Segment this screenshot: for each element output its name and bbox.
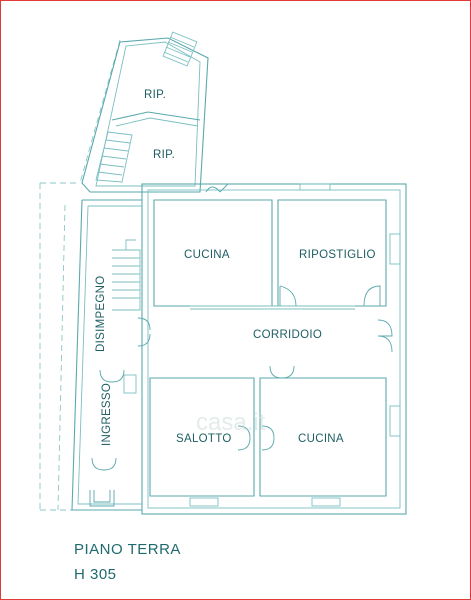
stairs-middle-icon <box>95 131 133 183</box>
windows <box>123 183 401 507</box>
room-label-rip-lower: RIP. <box>153 149 175 161</box>
stairs-top-icon <box>162 31 198 67</box>
watermark: casa.it <box>196 409 266 436</box>
room-label-cucina-top: CUCINA <box>184 249 230 261</box>
main-walls <box>71 183 407 515</box>
floor-name: PIANO TERRA <box>74 541 181 558</box>
room-label-corridoio: CORRIDOIO <box>253 329 322 341</box>
door-swings <box>89 183 393 507</box>
interior-walls <box>149 199 387 497</box>
room-label-cucina-bottom: CUCINA <box>298 433 344 445</box>
room-label-salotto: SALOTTO <box>176 433 232 445</box>
boundary-line <box>39 39 140 511</box>
room-label-ingresso: INGRESSO <box>101 383 113 446</box>
room-label-disimpegno: DISIMPEGNO <box>95 276 107 352</box>
stairs-inner-icon <box>112 239 141 311</box>
upper-wing-walls <box>81 37 209 193</box>
room-label-ripostiglio: RIPOSTIGLIO <box>299 249 376 261</box>
floor-height: H 305 <box>74 566 117 583</box>
room-label-rip-upper: RIP. <box>144 89 166 101</box>
